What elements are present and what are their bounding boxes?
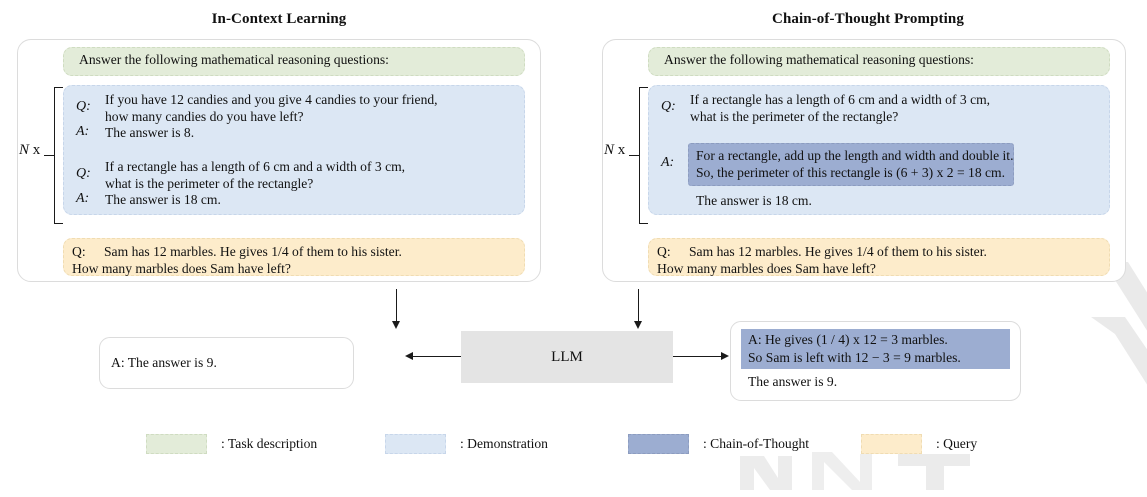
chain-of-thought-box-right xyxy=(688,143,1014,186)
arrow-left-to-llm-head-icon xyxy=(391,321,400,329)
query-body-right: Sam has 12 marbles. He gives 1/4 of them… xyxy=(657,244,987,276)
output-text-left: A: The answer is 9. xyxy=(111,355,217,370)
repeat-bracket-right xyxy=(639,87,648,224)
watermark-letters xyxy=(740,452,1100,492)
llm-label: LLM xyxy=(551,348,583,365)
task-description-text-right: Answer the following mathematical reason… xyxy=(664,52,974,67)
legend-label-chain-of-thought: : Chain-of-Thought xyxy=(703,436,810,451)
query-box-left xyxy=(63,238,525,276)
repeat-n-right: N xyxy=(604,142,615,158)
demo-label-q2-left: Q: xyxy=(76,166,91,181)
arrow-right-to-llm-line xyxy=(638,289,640,321)
panel-title-in-context-learning: In-Context Learning xyxy=(211,11,347,27)
demo-label-q1-left: Q: xyxy=(76,99,91,114)
legend-swatch-task-description xyxy=(146,434,207,454)
arrow-llm-to-right-output-head-icon xyxy=(721,351,729,360)
watermark-chevron-icon xyxy=(1003,262,1147,422)
query-text-right: Q:Sam has 12 marbles. He gives 1/4 of th… xyxy=(657,243,987,277)
demo-text-q-right: If a rectangle has a length of 6 cm and … xyxy=(690,92,991,124)
demo-label-a-right: A: xyxy=(661,155,675,170)
demo-text-a2-left: The answer is 18 cm. xyxy=(105,192,221,207)
query-lead-left: Q: xyxy=(72,244,86,259)
output-final-answer-right: The answer is 9. xyxy=(748,374,838,389)
demonstration-box-left xyxy=(63,85,525,215)
legend-label-query: : Query xyxy=(936,436,978,451)
arrow-llm-to-left-output-line xyxy=(413,356,461,358)
task-description-box-right xyxy=(648,47,1110,76)
query-lead-right: Q: xyxy=(657,244,671,259)
arrow-right-to-llm-head-icon xyxy=(633,321,642,329)
legend-swatch-query xyxy=(861,434,922,454)
arrow-llm-to-left-output-head-icon xyxy=(405,351,413,360)
arrow-left-to-llm-line xyxy=(396,289,398,321)
query-body-left: Sam has 12 marbles. He gives 1/4 of them… xyxy=(72,244,402,276)
legend-swatch-chain-of-thought xyxy=(628,434,689,454)
repeat-n-left: N xyxy=(19,142,30,158)
task-description-text-left: Answer the following mathematical reason… xyxy=(79,52,389,67)
demo-text-q2-left: If a rectangle has a length of 6 cm and … xyxy=(105,159,406,191)
query-text-left: Q:Sam has 12 marbles. He gives 1/4 of th… xyxy=(72,243,402,277)
repeat-tick-left xyxy=(44,155,54,156)
legend-swatch-demonstration xyxy=(385,434,446,454)
repeat-label-right: N x xyxy=(604,142,625,159)
arrow-llm-to-right-output-line xyxy=(673,356,721,358)
demo-label-q-right: Q: xyxy=(661,99,676,114)
repeat-x-left: x xyxy=(29,142,41,158)
repeat-bracket-left xyxy=(54,87,63,224)
output-box-left xyxy=(99,337,354,389)
repeat-x-right: x xyxy=(614,142,626,158)
task-description-box-left xyxy=(63,47,525,76)
repeat-label-left: N x xyxy=(19,142,40,159)
demo-text-a1-left: The answer is 8. xyxy=(105,125,195,140)
llm-box: LLM xyxy=(461,331,673,383)
output-chain-of-thought-highlight xyxy=(741,329,1010,369)
legend-label-task-description: : Task description xyxy=(221,436,318,451)
demo-text-q1-left: If you have 12 candies and you give 4 ca… xyxy=(105,92,438,124)
demo-final-answer-right: The answer is 18 cm. xyxy=(696,193,812,208)
demo-label-a2-left: A: xyxy=(76,191,90,206)
chain-of-thought-text-right: For a rectangle, add up the length and w… xyxy=(696,148,1014,180)
panel-title-chain-of-thought-prompting: Chain-of-Thought Prompting xyxy=(772,11,964,27)
legend-label-demonstration: : Demonstration xyxy=(460,436,548,451)
repeat-tick-right xyxy=(629,155,639,156)
query-box-right xyxy=(648,238,1110,276)
demo-label-a1-left: A: xyxy=(76,124,90,139)
output-chain-of-thought-text: A: He gives (1 / 4) x 12 = 3 marbles. So… xyxy=(748,332,961,365)
figure-canvas: In-Context Learning Chain-of-Thought Pro… xyxy=(17,11,1147,490)
